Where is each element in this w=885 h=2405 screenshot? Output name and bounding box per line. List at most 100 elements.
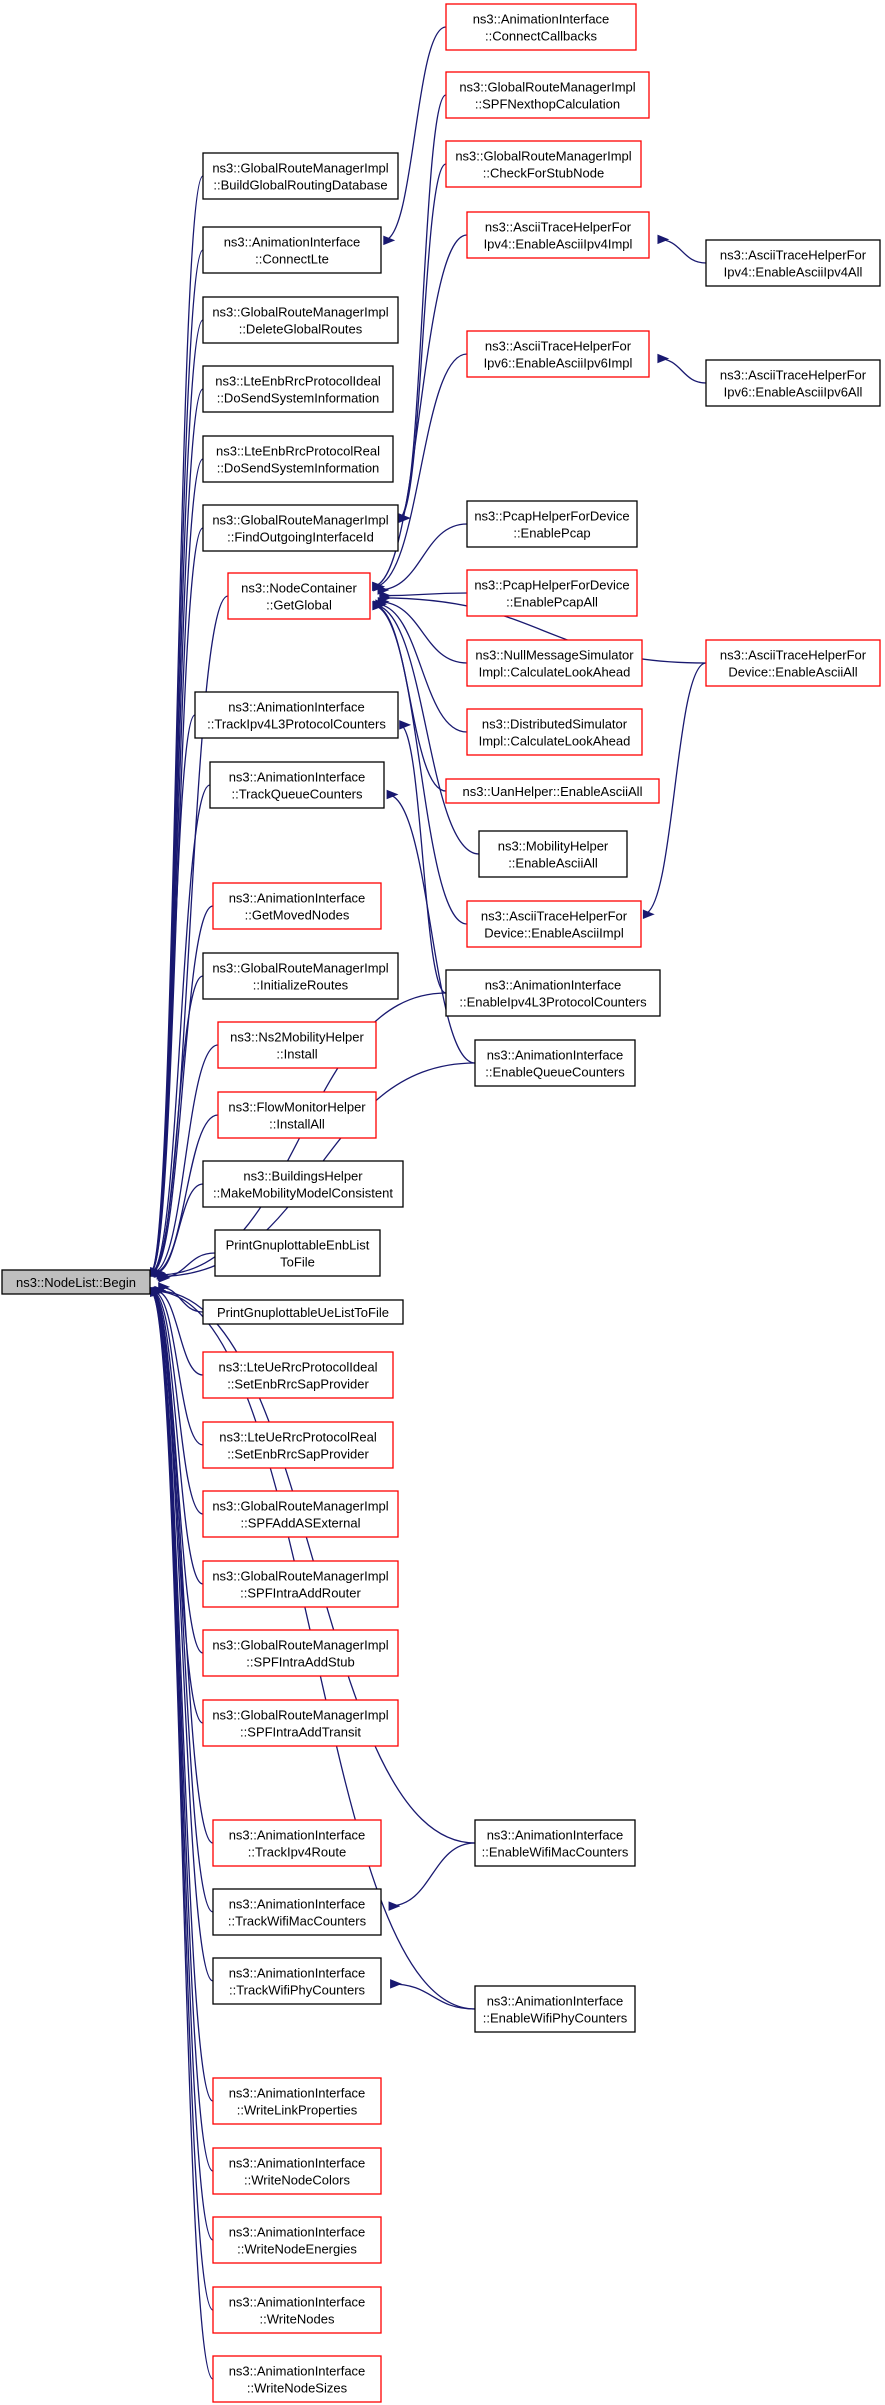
edge-line bbox=[154, 1183, 204, 1274]
edge-line bbox=[151, 1291, 204, 1585]
graph-node-c8[interactable]: ns3::NullMessageSimulatorImpl::Calculate… bbox=[466, 639, 643, 687]
node-label: ::WriteLinkProperties bbox=[237, 2103, 358, 2118]
arrowhead-icon bbox=[153, 1286, 166, 1296]
graph-node-c3[interactable]: ns3::GlobalRouteManagerImpl::CheckForStu… bbox=[445, 140, 642, 188]
node-box bbox=[212, 2147, 382, 2195]
node-label: ns3::NodeContainer bbox=[241, 581, 357, 596]
node-box bbox=[217, 1091, 377, 1139]
node-label: Ipv4::EnableAsciiIpv4All bbox=[724, 265, 863, 280]
node-label: ::WriteNodeSizes bbox=[247, 2381, 348, 2396]
graph-node-d3[interactable]: ns3::AsciiTraceHelperForDevice::EnableAs… bbox=[705, 639, 881, 687]
graph-node-c5[interactable]: ns3::AsciiTraceHelperForIpv6::EnableAsci… bbox=[466, 330, 650, 378]
arrowhead-icon bbox=[642, 909, 655, 920]
graph-node-n4[interactable]: ns3::LteEnbRrcProtocolIdeal::DoSendSyste… bbox=[202, 365, 394, 413]
graph-node-c16[interactable]: ns3::AnimationInterface::EnableWifiPhyCo… bbox=[474, 1985, 636, 2033]
graph-node-n12[interactable]: ns3::Ns2MobilityHelper::Install bbox=[217, 1021, 377, 1069]
graph-node-c9[interactable]: ns3::DistributedSimulatorImpl::Calculate… bbox=[466, 708, 643, 756]
node-label: ns3::GlobalRouteManagerImpl bbox=[455, 149, 631, 164]
edge-line bbox=[399, 724, 447, 994]
graph-node-n13[interactable]: ns3::FlowMonitorHelper::InstallAll bbox=[217, 1091, 377, 1139]
graph-node-c7[interactable]: ns3::PcapHelperForDevice::EnablePcapAll bbox=[466, 569, 638, 617]
arrowhead-icon bbox=[657, 234, 670, 245]
node-label: ::SPFNexthopCalculation bbox=[475, 97, 620, 112]
graph-node-n22[interactable]: ns3::GlobalRouteManagerImpl::SPFIntraAdd… bbox=[202, 1699, 399, 1747]
node-box bbox=[466, 900, 642, 948]
graph-node-n2[interactable]: ns3::AnimationInterface::ConnectLte bbox=[202, 226, 382, 274]
graph-node-n25[interactable]: ns3::AnimationInterface::TrackWifiPhyCou… bbox=[212, 1957, 382, 2005]
edge-line bbox=[151, 975, 204, 1273]
graph-node-c11[interactable]: ns3::MobilityHelper::EnableAsciiAll bbox=[478, 830, 628, 878]
graph-node-n14[interactable]: ns3::BuildingsHelper::MakeMobilityModelC… bbox=[202, 1160, 404, 1208]
graph-node-n6[interactable]: ns3::GlobalRouteManagerImpl::FindOutgoin… bbox=[202, 504, 399, 552]
graph-node-d1[interactable]: ns3::AsciiTraceHelperForIpv4::EnableAsci… bbox=[705, 239, 881, 287]
graph-node-c10[interactable]: ns3::UanHelper::EnableAsciiAll bbox=[445, 778, 660, 804]
node-label: ::InstallAll bbox=[269, 1117, 325, 1132]
arrowhead-icon bbox=[383, 235, 396, 246]
graph-node-c12[interactable]: ns3::AsciiTraceHelperForDevice::EnableAs… bbox=[466, 900, 642, 948]
graph-node-n5[interactable]: ns3::LteEnbRrcProtocolReal::DoSendSystem… bbox=[202, 435, 394, 483]
graph-node-c2[interactable]: ns3::GlobalRouteManagerImpl::SPFNexthopC… bbox=[445, 71, 650, 119]
edge-line bbox=[152, 1044, 219, 1274]
node-label: ns3::PcapHelperForDevice bbox=[474, 509, 629, 524]
graph-node-c4[interactable]: ns3::AsciiTraceHelperForIpv4::EnableAsci… bbox=[466, 211, 650, 259]
graph-node-n3[interactable]: ns3::GlobalRouteManagerImpl::DeleteGloba… bbox=[202, 296, 399, 344]
graph-node-n17[interactable]: ns3::LteUeRrcProtocolIdeal::SetEnbRrcSap… bbox=[202, 1351, 394, 1399]
edge-line bbox=[389, 1842, 476, 1907]
node-box bbox=[466, 639, 643, 687]
graph-node-n7[interactable]: ns3::NodeContainer::GetGlobal bbox=[227, 572, 371, 620]
graph-node-n8[interactable]: ns3::AnimationInterface::TrackIpv4L3Prot… bbox=[194, 691, 399, 739]
node-label: ns3::AnimationInterface bbox=[487, 1048, 624, 1063]
node-label: ns3::AnimationInterface bbox=[229, 2086, 366, 2101]
node-layer: ns3::NodeList::Beginns3::GlobalRouteMana… bbox=[1, 3, 881, 2403]
edge-line bbox=[152, 1290, 204, 1446]
node-box bbox=[202, 1351, 394, 1399]
graph-node-n27[interactable]: ns3::AnimationInterface::WriteNodeColors bbox=[212, 2147, 382, 2195]
graph-node-n28[interactable]: ns3::AnimationInterface::WriteNodeEnergi… bbox=[212, 2216, 382, 2264]
graph-node-c15[interactable]: ns3::AnimationInterface::EnableWifiMacCo… bbox=[474, 1819, 636, 1867]
graph-node-n24[interactable]: ns3::AnimationInterface::TrackWifiMacCou… bbox=[212, 1888, 382, 1936]
graph-node-d2[interactable]: ns3::AsciiTraceHelperForIpv6::EnableAsci… bbox=[705, 359, 881, 407]
edge-layer bbox=[149, 26, 707, 2380]
graph-node-n30[interactable]: ns3::AnimationInterface::WriteNodeSizes bbox=[212, 2355, 382, 2403]
graph-node-n18[interactable]: ns3::LteUeRrcProtocolReal::SetEnbRrcSapP… bbox=[202, 1421, 394, 1469]
graph-node-n21[interactable]: ns3::GlobalRouteManagerImpl::SPFIntraAdd… bbox=[202, 1629, 399, 1677]
graph-node-c1[interactable]: ns3::AnimationInterface::ConnectCallback… bbox=[445, 3, 637, 51]
node-box bbox=[217, 1021, 377, 1069]
node-box bbox=[202, 152, 399, 200]
node-box bbox=[227, 572, 371, 620]
node-box bbox=[202, 365, 394, 413]
graph-node-c13[interactable]: ns3::AnimationInterface::EnableIpv4L3Pro… bbox=[445, 969, 661, 1017]
node-label: Ipv6::EnableAsciiIpv6Impl bbox=[484, 356, 633, 371]
graph-node-n11[interactable]: ns3::GlobalRouteManagerImpl::InitializeR… bbox=[202, 952, 399, 1000]
edge-line bbox=[150, 1291, 214, 1982]
node-box bbox=[445, 778, 660, 804]
node-label: ns3::AnimationInterface bbox=[229, 1897, 366, 1912]
node-label: Device::EnableAsciiAll bbox=[728, 665, 857, 680]
graph-node-c14[interactable]: ns3::AnimationInterface::EnableQueueCoun… bbox=[474, 1039, 636, 1087]
node-label: ::SetEnbRrcSapProvider bbox=[227, 1447, 369, 1462]
node-label: ns3::AnimationInterface bbox=[229, 2225, 366, 2240]
node-box bbox=[212, 2286, 382, 2334]
graph-node-n26[interactable]: ns3::AnimationInterface::WriteLinkProper… bbox=[212, 2077, 382, 2125]
node-label: ns3::AsciiTraceHelperFor bbox=[481, 909, 628, 924]
node-box bbox=[474, 1819, 636, 1867]
graph-node-n23[interactable]: ns3::AnimationInterface::TrackIpv4Route bbox=[212, 1819, 382, 1867]
node-label: Device::EnableAsciiImpl bbox=[484, 926, 624, 941]
graph-node-n19[interactable]: ns3::GlobalRouteManagerImpl::SPFAddASExt… bbox=[202, 1490, 399, 1538]
edge-line bbox=[379, 592, 468, 597]
node-label: ns3::AnimationInterface bbox=[229, 770, 366, 785]
graph-node-n1[interactable]: ns3::GlobalRouteManagerImpl::BuildGlobal… bbox=[202, 152, 399, 200]
node-label: ns3::GlobalRouteManagerImpl bbox=[212, 1708, 388, 1723]
graph-node-n20[interactable]: ns3::GlobalRouteManagerImpl::SPFIntraAdd… bbox=[202, 1560, 399, 1608]
edge-c3-to-n6 bbox=[398, 163, 447, 523]
graph-node-root[interactable]: ns3::NodeList::Begin bbox=[1, 1269, 151, 1295]
graph-node-n9[interactable]: ns3::AnimationInterface::TrackQueueCount… bbox=[209, 761, 385, 809]
node-label: ns3::BuildingsHelper bbox=[243, 1169, 363, 1184]
graph-node-n16[interactable]: PrintGnuplottableUeListToFile bbox=[202, 1299, 404, 1325]
node-box bbox=[474, 1985, 636, 2033]
graph-node-n29[interactable]: ns3::AnimationInterface::WriteNodes bbox=[212, 2286, 382, 2334]
node-label: ns3::LteUeRrcProtocolIdeal bbox=[219, 1360, 378, 1375]
graph-node-c6[interactable]: ns3::PcapHelperForDevice::EnablePcap bbox=[466, 500, 638, 548]
graph-node-n10[interactable]: ns3::AnimationInterface::GetMovedNodes bbox=[212, 882, 382, 930]
